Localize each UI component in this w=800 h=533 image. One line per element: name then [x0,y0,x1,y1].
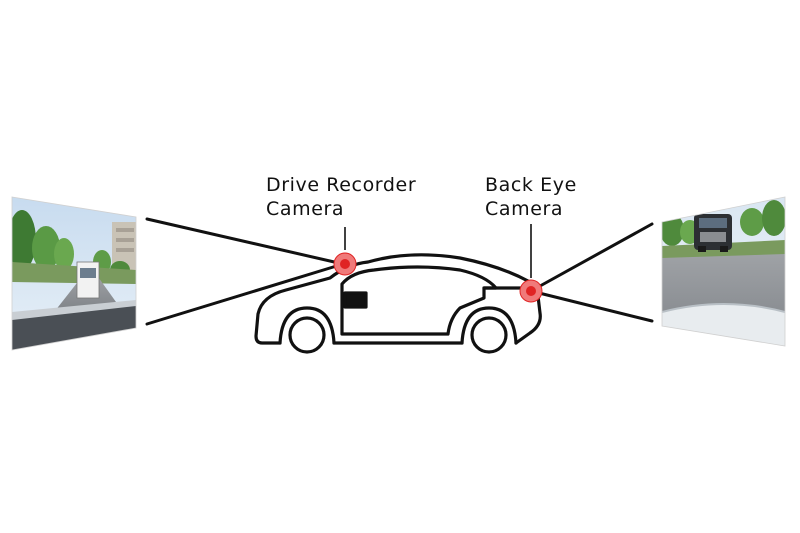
rear-camera-view-lines [529,222,654,323]
front-camera-view-lines [145,217,345,326]
front-camera-marker [333,227,357,276]
car-outline [254,253,542,354]
window-frame [340,265,498,336]
dashboard-unit [343,291,368,309]
rear-camera-marker [519,224,543,303]
front-wheel [288,316,326,354]
front-camera-label-line1: Drive Recorder [266,174,416,196]
rear-wheel-arch [460,306,518,345]
rear-camera-label-line1: Back Eye [485,174,577,196]
rear-road-view-image [662,197,785,346]
rear-wheel [470,316,508,354]
front-camera-label-line2: Camera [266,198,344,220]
front-wheel-arch [278,306,336,345]
front-road-view-image [12,197,136,350]
rear-camera-label-line2: Camera [485,198,563,220]
